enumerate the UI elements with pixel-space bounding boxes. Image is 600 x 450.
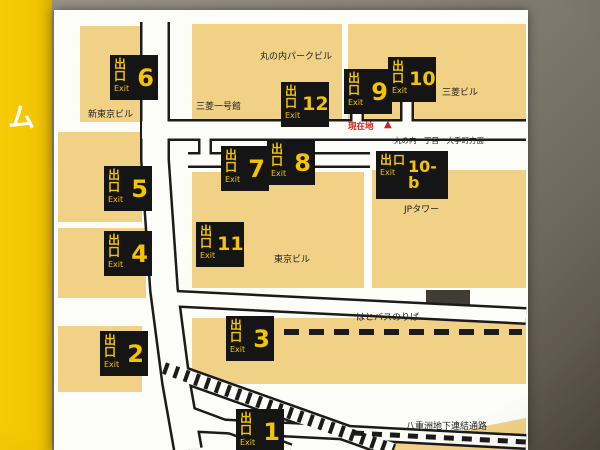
- label-yaesu: 八重洲地下連結通路: [406, 422, 488, 432]
- exit-jp-label: 出口: [108, 233, 122, 259]
- exit-en-label: Exit: [114, 84, 130, 93]
- exit-number: 11: [217, 233, 244, 255]
- exit-jp-label: 出口: [114, 57, 128, 83]
- exit-number: 8: [294, 148, 311, 177]
- exit-number: 7: [248, 154, 265, 183]
- exit-number: 3: [253, 324, 270, 353]
- exit-en-label: Exit: [285, 111, 301, 120]
- exit-number: 9: [371, 77, 388, 106]
- exit-jp-label: 出口: [271, 142, 285, 168]
- exit-jp-label: 出口: [348, 71, 362, 97]
- exit-number: 12: [302, 93, 329, 115]
- exit-number: 6: [137, 63, 154, 92]
- label-ichigokan: 三菱一号館: [196, 102, 242, 112]
- exit-en-label: Exit: [230, 345, 246, 354]
- exit-en-label: Exit: [348, 98, 364, 107]
- exit-jp-label: 出口: [225, 148, 239, 174]
- exit-en-label: Exit: [200, 251, 216, 260]
- label-tokyo-bldg: 東京ビル: [274, 255, 311, 265]
- label-current-location: 現在地: [348, 122, 374, 132]
- exit-jp-label: 出口: [104, 333, 118, 359]
- label-marunouchi-park: 丸の内パークビル: [260, 52, 333, 62]
- exit-en-label: Exit: [225, 175, 241, 184]
- exit-jp-label: 出口: [285, 84, 299, 110]
- exit-map-panel: 丸の内パークビル 三菱ビル 新東京ビル 三菱一号館 JPタワー 東京ビル はとバ…: [54, 10, 528, 450]
- exit-en-label: Exit: [392, 86, 408, 95]
- label-hatobus: はとバスのりば: [356, 313, 420, 323]
- exit-en-label: Exit: [380, 168, 396, 177]
- exit-en-label: Exit: [108, 260, 124, 269]
- label-mitsubishi-bldg: 三菱ビル: [442, 88, 479, 98]
- current-location-marker-icon: ▲: [384, 119, 392, 130]
- exit-number: 2: [127, 339, 144, 368]
- exit-number: 5: [131, 174, 148, 203]
- label-jp-tower: JPタワー: [404, 205, 440, 215]
- exit-number: 4: [131, 239, 148, 268]
- exit-jp-label: 出口: [200, 224, 214, 250]
- label-shin-tokyo-bldg: 新東京ビル: [88, 110, 134, 120]
- exit-jp-label: 出口: [240, 411, 254, 437]
- exit-jp-label: 出口: [392, 59, 406, 85]
- sign-side-panel: ム: [0, 0, 52, 450]
- exit-en-label: Exit: [108, 195, 124, 204]
- exit-en-label: Exit: [240, 438, 256, 447]
- exit-number: 10-b: [408, 157, 437, 192]
- exit-number: 10: [409, 68, 436, 90]
- label-direction-otemachi: 丸の内一丁目・大手町方面: [394, 136, 484, 145]
- exit-en-label: Exit: [271, 169, 287, 178]
- exit-jp-label: 出口: [380, 153, 407, 167]
- exit-jp-label: 出口: [108, 168, 122, 194]
- exit-jp-label: 出口: [230, 318, 244, 344]
- side-panel-text: ム: [8, 103, 35, 134]
- exit-number: 1: [263, 417, 280, 446]
- exit-en-label: Exit: [104, 360, 120, 369]
